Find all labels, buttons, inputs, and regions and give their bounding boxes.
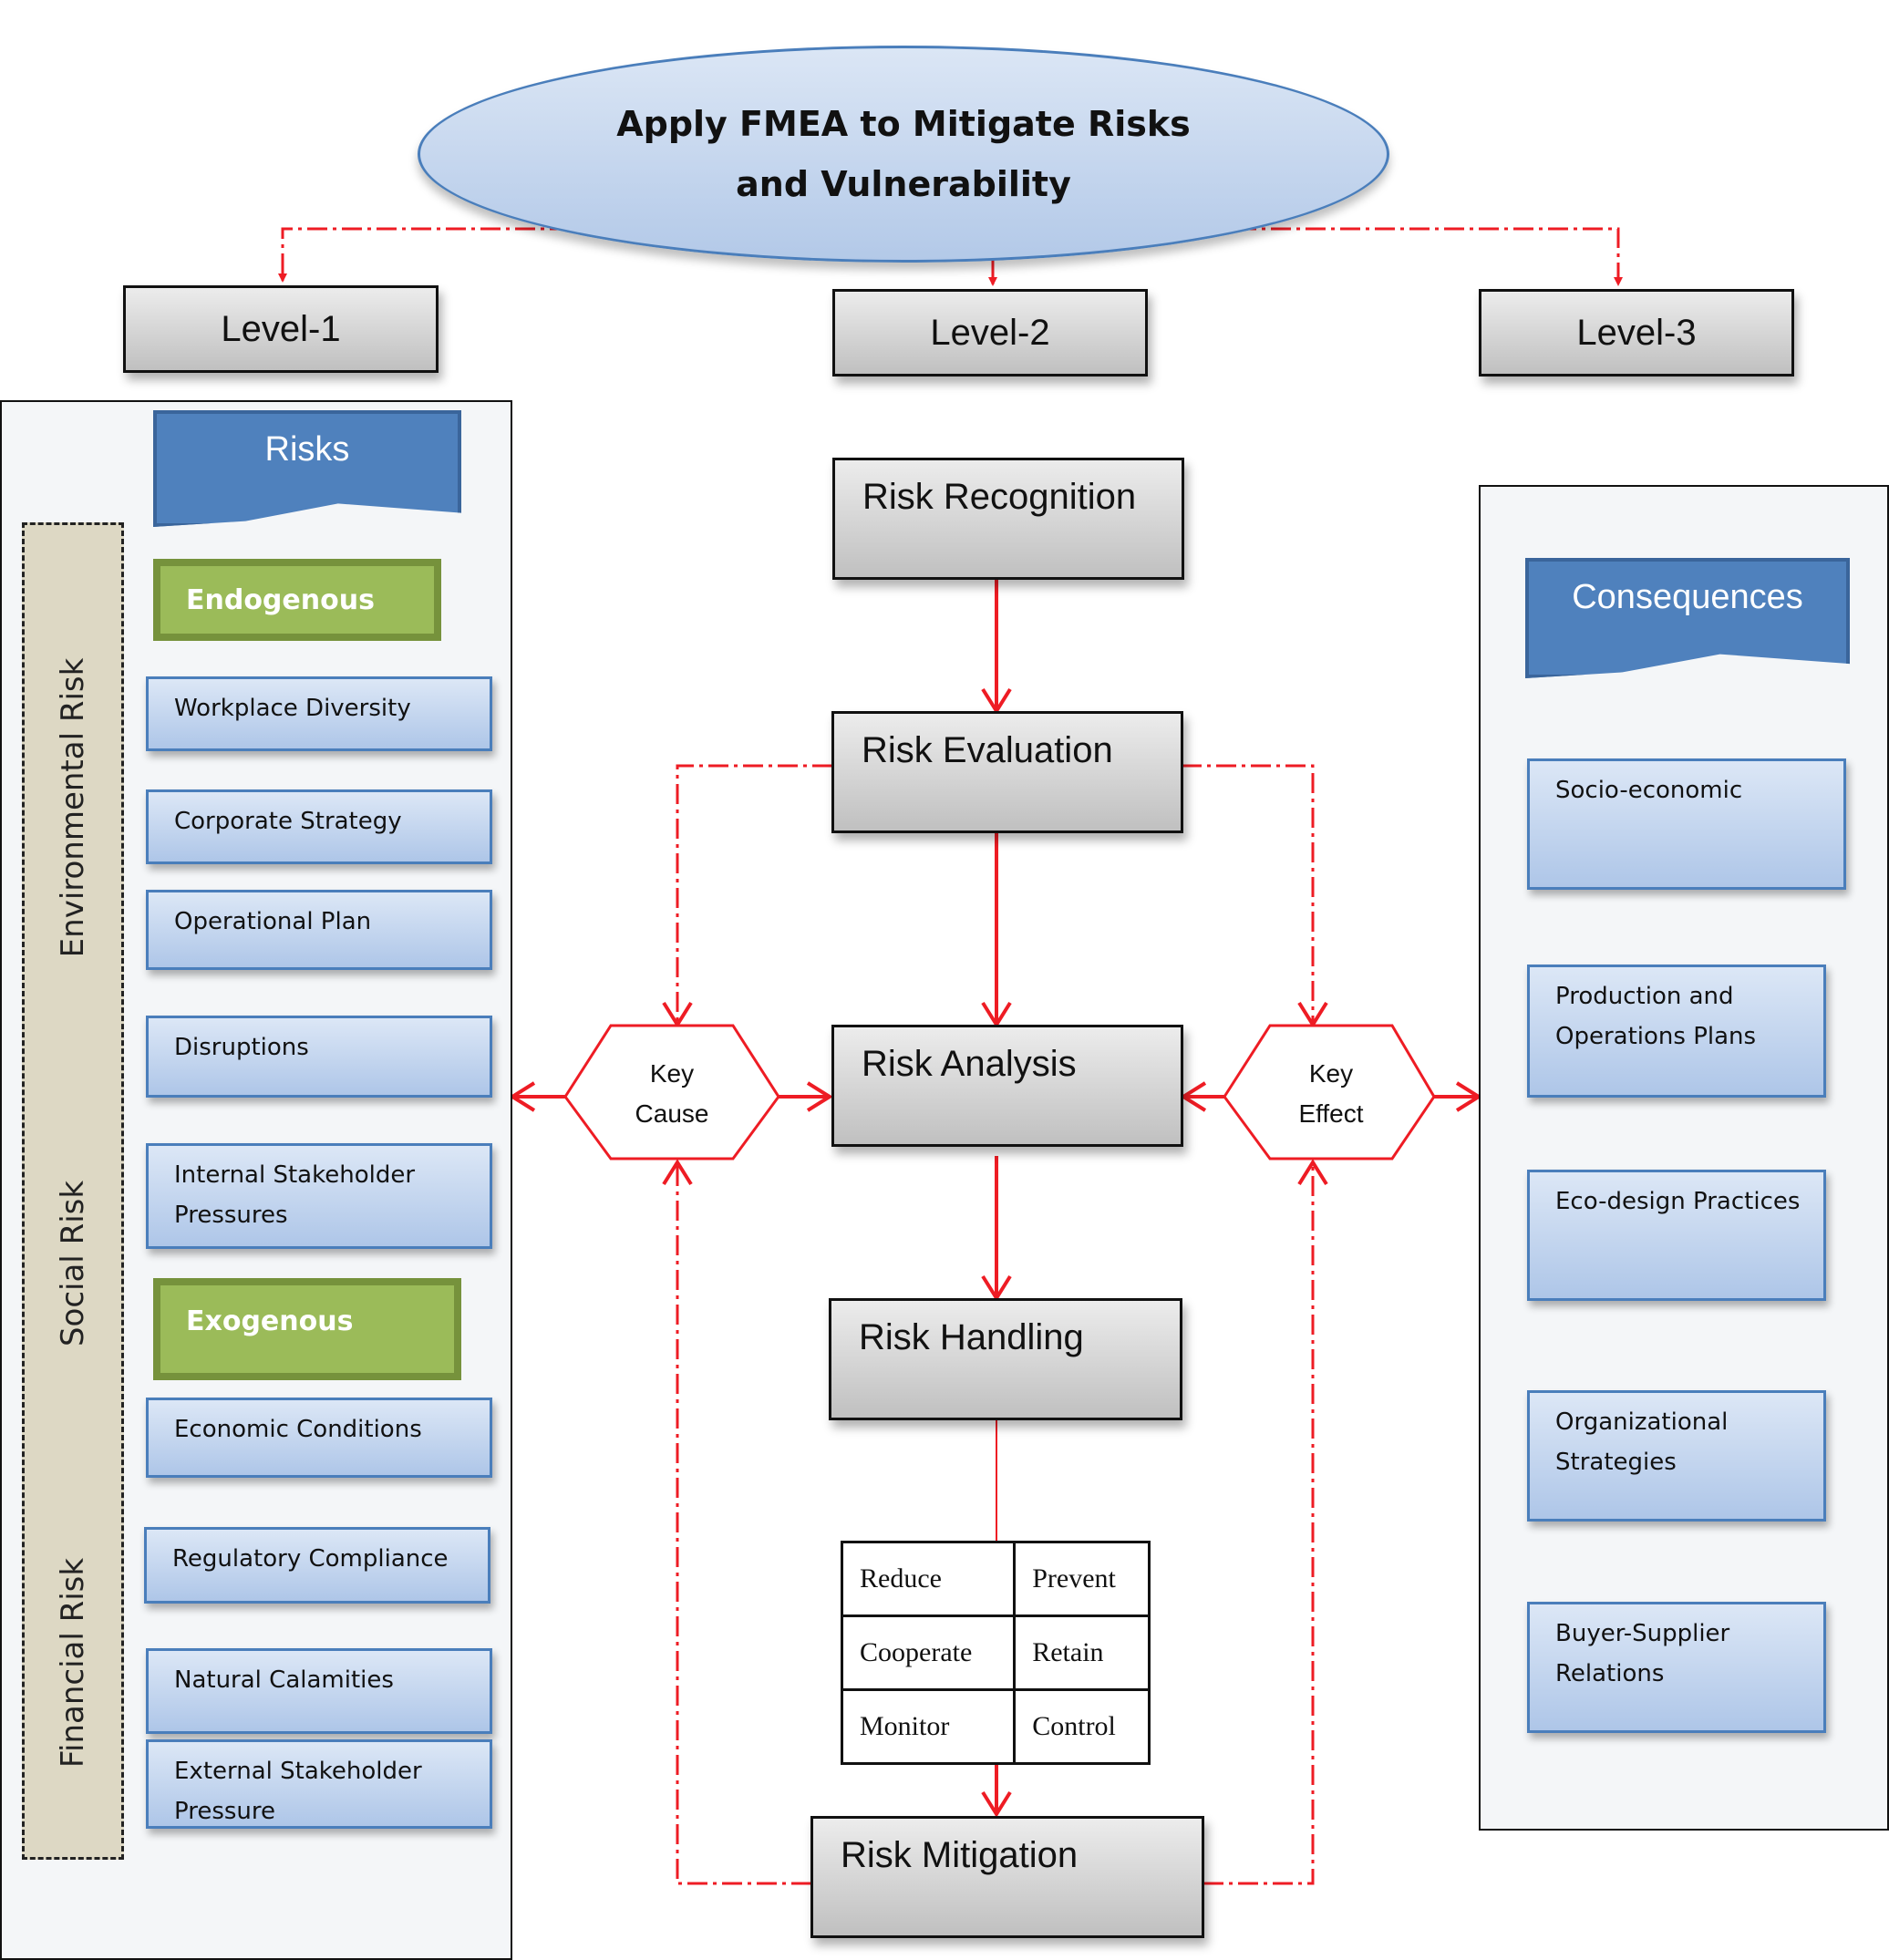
evaluation-to-key-cause — [662, 764, 832, 1028]
key-cause-line2: Cause — [635, 1099, 709, 1128]
level-3-label: Level-3 — [1576, 312, 1697, 353]
endogenous-label: Endogenous — [186, 583, 375, 616]
level-2-label: Level-2 — [930, 312, 1050, 353]
risk-item[interactable]: Regulatory Compliance — [144, 1527, 490, 1604]
mitigation-to-key-effect — [1203, 1159, 1328, 1885]
table-cell: Retain — [1013, 1614, 1151, 1691]
risk-analysis-box[interactable]: Risk Analysis — [831, 1025, 1183, 1147]
key-effect-line1: Key — [1308, 1059, 1354, 1088]
level-1-box[interactable]: Level-1 — [123, 285, 439, 373]
risk-item[interactable]: External Stakeholder Pressure — [146, 1739, 492, 1829]
table-row: Cooperate Retain — [840, 1614, 1151, 1691]
risks-banner: Risks — [153, 410, 461, 527]
risk-item[interactable]: Natural Calamities — [146, 1648, 492, 1734]
risk-mitigation-box[interactable]: Risk Mitigation — [810, 1816, 1204, 1938]
consequence-item[interactable]: Buyer-Supplier Relations — [1527, 1602, 1826, 1733]
diagram-title: Apply FMEA to Mitigate Risks and Vulnera… — [616, 104, 1191, 204]
consequence-item[interactable]: Socio-economic — [1527, 758, 1846, 890]
level-3-box[interactable]: Level-3 — [1479, 289, 1794, 377]
risk-evaluation-box[interactable]: Risk Evaluation — [831, 711, 1183, 833]
consequence-item[interactable]: Eco-design Practices — [1527, 1170, 1826, 1301]
evaluation-to-key-effect — [1182, 764, 1328, 1028]
title-ellipse: Apply FMEA to Mitigate Risks and Vulnera… — [418, 46, 1389, 263]
risk-item[interactable]: Operational Plan — [146, 890, 492, 970]
key-cause-line1: Key — [649, 1059, 695, 1088]
social-risk-label: Social Risk — [55, 1180, 91, 1347]
table-row: Monitor Control — [840, 1688, 1151, 1765]
level-1-label: Level-1 — [221, 308, 341, 349]
table-cell: Cooperate — [840, 1614, 1017, 1691]
table-cell: Reduce — [840, 1541, 1017, 1617]
table-row: Reduce Prevent — [840, 1541, 1151, 1617]
exogenous-label: Exogenous — [186, 1305, 354, 1337]
financial-risk-label: Financial Risk — [55, 1557, 91, 1769]
risk-recognition-box[interactable]: Risk Recognition — [832, 458, 1184, 580]
key-effect-line2: Effect — [1298, 1099, 1364, 1128]
endogenous-header: Endogenous — [153, 559, 441, 641]
key-cause-node[interactable]: Key Cause — [611, 1035, 733, 1153]
risk-item[interactable]: Corporate Strategy — [146, 789, 492, 864]
table-cell: Monitor — [840, 1688, 1017, 1765]
risk-item[interactable]: Economic Conditions — [146, 1398, 492, 1478]
title-to-level1-connector — [278, 227, 570, 283]
risks-banner-label: Risks — [264, 430, 350, 469]
table-cell: Prevent — [1013, 1541, 1151, 1617]
consequences-banner: Consequences — [1525, 558, 1850, 678]
risk-item[interactable]: Workplace Diversity — [146, 676, 492, 751]
risk-handling-box[interactable]: Risk Handling — [829, 1298, 1182, 1420]
exogenous-header: Exogenous — [153, 1278, 461, 1380]
risk-item[interactable]: Disruptions — [146, 1016, 492, 1098]
key-effect-node[interactable]: Key Effect — [1270, 1035, 1392, 1153]
consequence-item[interactable]: Organizational Strategies — [1527, 1390, 1826, 1522]
title-to-level3-connector — [1236, 227, 1623, 286]
risk-category-sidebar: Environmental Risk Social Risk Financial… — [22, 522, 124, 1860]
risk-item[interactable]: Internal Stakeholder Pressures — [146, 1143, 492, 1249]
consequence-item[interactable]: Production and Operations Plans — [1527, 965, 1826, 1098]
consequences-banner-label: Consequences — [1572, 578, 1803, 616]
mitigation-to-key-cause — [662, 1159, 811, 1885]
environmental-risk-label: Environmental Risk — [55, 657, 91, 958]
table-cell: Control — [1013, 1688, 1151, 1765]
handling-options-table: Reduce Prevent Cooperate Retain Monitor … — [840, 1541, 1151, 1765]
level-2-box[interactable]: Level-2 — [832, 289, 1148, 377]
